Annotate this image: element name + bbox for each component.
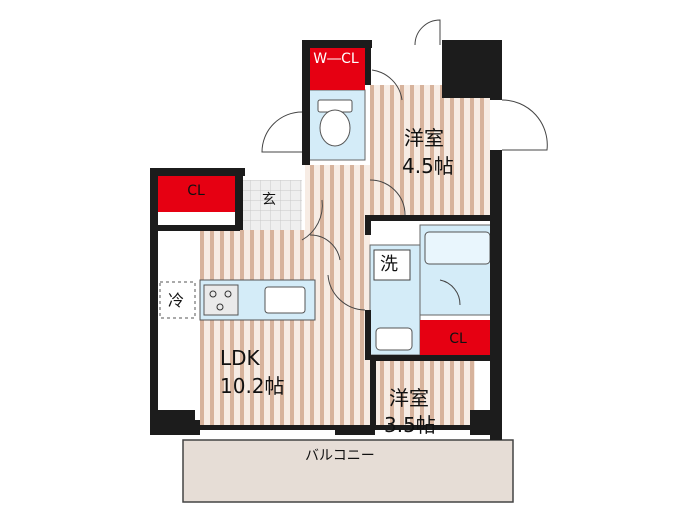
fridge-label: 冷 (168, 291, 185, 310)
closet-bath (420, 320, 500, 360)
ldk-size: 10.2帖 (220, 374, 285, 398)
walk-in-closet-label: W―CL (313, 51, 359, 67)
washbasin (375, 327, 413, 351)
closet-entry (155, 172, 235, 212)
washer-box (373, 249, 411, 281)
closet-bath-label: CL (449, 331, 467, 347)
balcony (182, 439, 514, 503)
western-room-b-size: 3.5帖 (384, 413, 436, 437)
ldk-floor (200, 230, 370, 430)
walls (150, 40, 502, 440)
western-room-a-size: 4.5帖 (402, 154, 454, 178)
western-room-a-name: 洋室 (404, 126, 444, 150)
bathtub (424, 231, 491, 265)
kitchen-sink (264, 286, 306, 314)
western-room-b-name: 洋室 (389, 386, 429, 410)
closet-entry-label: CL (187, 183, 205, 199)
cooktop (203, 284, 239, 316)
entrance-floor (242, 180, 302, 230)
door-swings (261, 19, 548, 311)
balcony-label: バルコニー (305, 448, 375, 464)
fridge-space (159, 281, 196, 319)
genkan-label: 玄 (262, 192, 276, 208)
western-room-b-floor (375, 360, 475, 430)
washer-label: 洗 (380, 254, 398, 275)
ldk-name: LDK (220, 346, 260, 370)
toilet-bowl (319, 109, 351, 147)
hallway-floor (305, 165, 370, 235)
walk-in-closet (307, 45, 365, 90)
western-room-a-floor (370, 85, 490, 215)
